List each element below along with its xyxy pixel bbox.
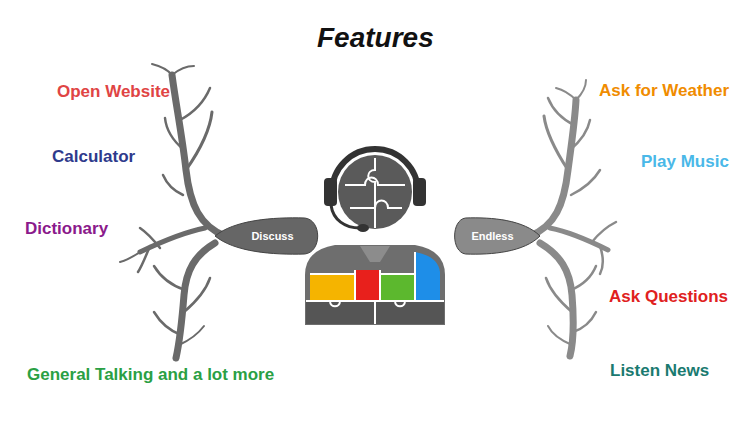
- right-tree: [530, 80, 616, 356]
- feature-label: Open Website: [57, 82, 170, 102]
- feature-label: Calculator: [52, 147, 135, 167]
- left-tree: [120, 64, 225, 358]
- leaf-node: Endless: [452, 216, 542, 256]
- feature-label: Play Music: [641, 152, 729, 172]
- feature-label: Ask Questions: [609, 287, 728, 307]
- feature-label: General Talking and a lot more: [27, 365, 274, 385]
- node-text: Endless: [469, 230, 516, 242]
- feature-label: Listen News: [610, 361, 709, 381]
- support-agent-icon: [305, 149, 445, 325]
- leaf-node: Discuss: [213, 216, 321, 256]
- node-text: Discuss: [249, 230, 296, 242]
- diagram-title: Features: [317, 22, 434, 54]
- feature-label: Ask for Weather: [599, 81, 729, 101]
- feature-label: Dictionary: [25, 219, 108, 239]
